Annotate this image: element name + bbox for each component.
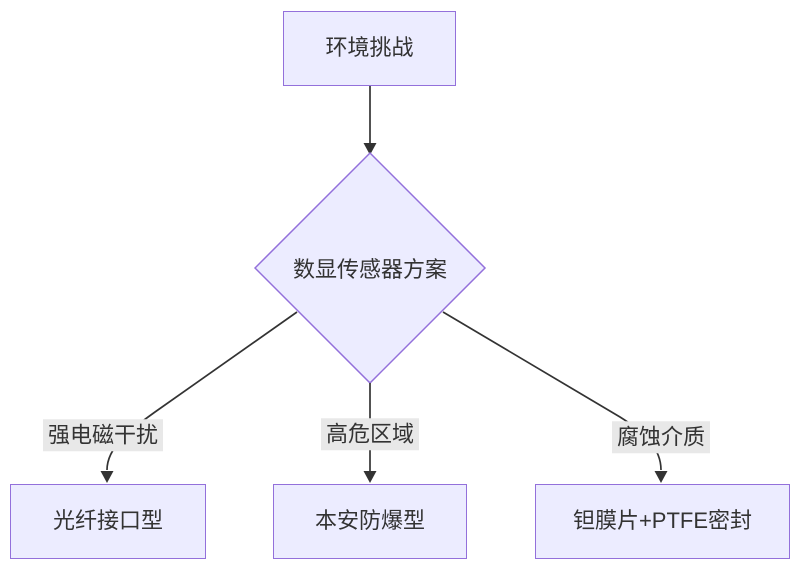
- arrowhead-decision: [363, 143, 377, 155]
- node-fiber-optic-interface: 光纤接口型: [10, 484, 206, 559]
- node-intrinsically-safe: 本安防爆型: [273, 484, 467, 559]
- node-decision-label-wrap: 数显传感器方案: [255, 243, 485, 293]
- node-decision-label: 数显传感器方案: [292, 257, 447, 282]
- node-tantalum-ptfe-seal-label: 钽膜片+PTFE密封: [572, 508, 753, 534]
- node-fiber-optic-interface-label: 光纤接口型: [52, 508, 163, 534]
- node-environment-challenge-label: 环境挑战: [325, 35, 414, 61]
- node-intrinsically-safe-label: 本安防爆型: [314, 508, 425, 534]
- arrowhead-fiber: [100, 471, 114, 483]
- node-tantalum-ptfe-seal: 钽膜片+PTFE密封: [535, 484, 790, 559]
- edge-label-corrosive-media: 腐蚀介质: [611, 421, 711, 453]
- edge-label-high-risk-area: 高危区域: [320, 418, 420, 450]
- node-environment-challenge: 环境挑战: [283, 11, 456, 86]
- edge-label-strong-emi: 强电磁干扰: [42, 419, 164, 451]
- arrowhead-tantalum: [654, 471, 668, 483]
- arrowhead-intrinsic: [363, 471, 377, 483]
